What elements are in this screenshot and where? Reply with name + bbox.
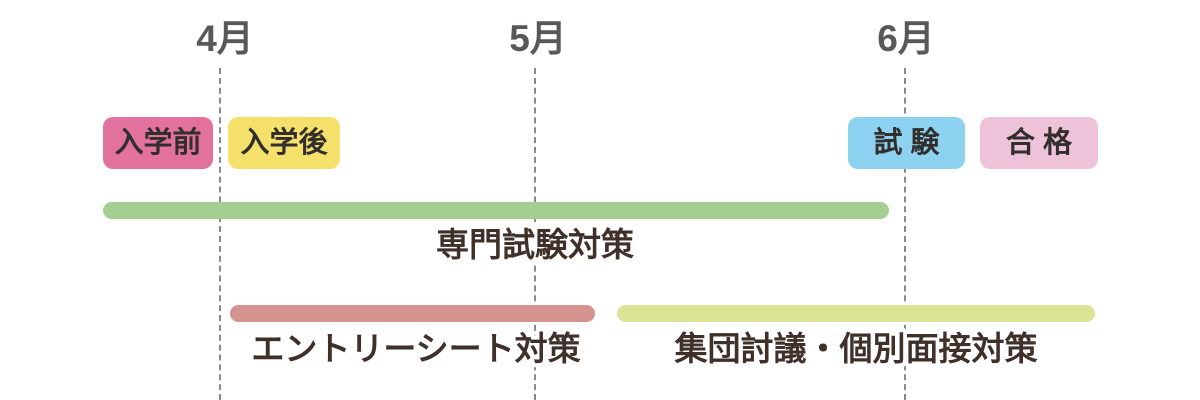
- bar-entry-sheet-prep: [230, 305, 595, 322]
- month-label-may: 5月: [509, 18, 567, 59]
- badge-pass: 合 格: [980, 117, 1098, 169]
- badge-exam: 試 験: [848, 117, 965, 169]
- bar-label-entry-sheet-prep: エントリーシート対策: [251, 330, 581, 367]
- bar-label-specialized-exam-prep: 専門試験対策: [436, 226, 634, 263]
- badge-before-admission: 入学前: [103, 117, 213, 169]
- bar-group-discussion-interview-prep: [617, 305, 1095, 322]
- bar-specialized-exam-prep: [103, 202, 889, 219]
- month-label-june: 6月: [877, 18, 935, 59]
- gridline-april: [219, 68, 221, 400]
- month-label-april: 4月: [196, 18, 254, 59]
- gridline-june: [904, 68, 906, 400]
- bar-label-group-discussion-interview-prep: 集団討議・個別面接対策: [674, 330, 1038, 367]
- badge-after-admission: 入学後: [228, 117, 340, 169]
- gridline-may: [534, 68, 536, 400]
